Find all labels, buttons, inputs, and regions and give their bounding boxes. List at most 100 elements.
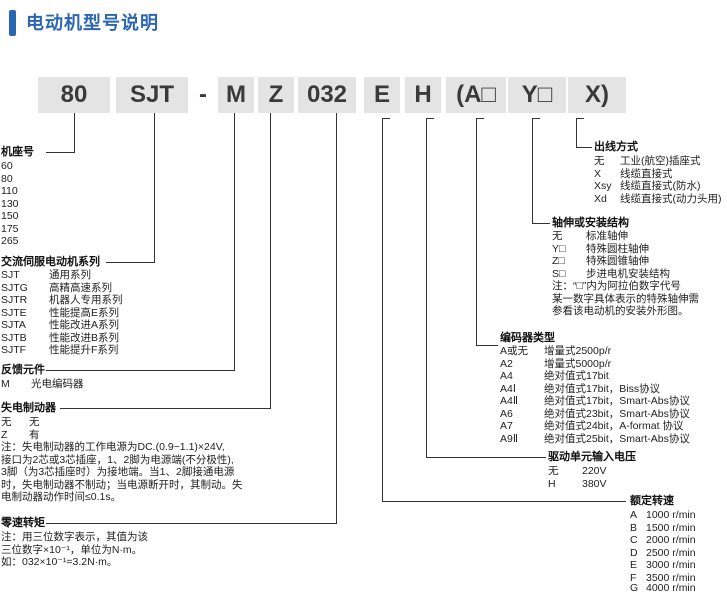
encoder-desc: 绝对值式17bit [544,370,609,382]
page-title: 电动机型号说明 [26,13,159,33]
shaft-note: 参看该电动机的安装外形图。 [552,305,689,317]
speed-code: E [630,559,638,571]
shaft-row: Z□特殊圆锥轴伸 [552,255,649,268]
speed-desc: 2500 r/min [646,546,696,559]
speed-code: B [630,521,638,534]
speed-desc: 1500 r/min [646,521,696,534]
series-desc: 性能提高E系列 [49,306,120,319]
connector-shaft-h [532,223,550,224]
outlet-code: 无 [594,155,605,167]
series-code: SJTF [1,344,27,356]
connector-frame-v [74,113,75,153]
code-shaft: Y□ [508,77,566,113]
series-desc: 性能改进A系列 [49,319,120,331]
series-row: SJTG 高精高速系列 [1,282,112,295]
code-feedback: M [218,77,254,113]
brake-note: 接口为2芯或3芯插座，1、2脚为电源端(不分极性), [1,453,234,466]
series-desc: 机器人专用系列 [49,294,123,306]
shaft-desc: 标准轴伸 [586,230,628,242]
connector-frame-h [46,152,75,153]
brake-note: 电制动器动作时间≤0.1s。 [1,491,122,503]
frame-title: 机座号 [1,146,34,158]
code-series: SJT [116,77,188,113]
shaft-note: 注：“□”内为阿拉伯数字代号 [552,280,681,292]
shaft-desc: 特殊圆锥轴伸 [586,255,649,267]
encoder-desc: 增量式5000p/r [544,357,612,370]
series-desc: 通用系列 [49,269,91,281]
voltage-desc: 220V [582,465,607,477]
series-code: SJT [1,269,20,281]
encoder-desc: 绝对值式24bit，A-format 协议 [544,420,684,432]
speed-desc: 1000 r/min [646,509,696,521]
shaft-title: 轴伸或安装结构 [552,217,629,229]
connector-brake-v [270,113,271,409]
frame-item: 80 [1,172,13,185]
connector-torque-v [336,113,337,524]
speed-code: D [630,546,638,559]
series-code: SJTG [1,281,28,294]
torque-note: 三位数字×10⁻¹，单位为N·m。 [1,543,143,556]
encoder-row: A或无增量式2500p/r [500,345,611,358]
brake-note: 注：失电制动器的工作电源为DC.(0.9~1.1)×24V, [1,441,225,453]
shaft-code: Y□ [552,242,566,255]
code-frame-size: 80 [38,77,110,113]
encoder-title: 编码器类型 [500,332,555,344]
connector-shaft-v [532,118,533,224]
outlet-desc: 工业(航空)插座式 [620,155,701,167]
speed-desc: 4000 r/min [646,582,696,594]
connector-brake-h [60,408,271,409]
voltage-title: 驱动单元输入电压 [548,451,636,463]
shaft-code: S□ [552,267,566,280]
brake-code: Z [1,428,8,441]
series-code: SJTE [1,306,27,319]
connector-voltage-h [426,457,546,458]
voltage-row: 无 220V [548,465,607,478]
speed-desc: 3500 r/min [646,571,696,584]
speed-row: G 4000 r/min [630,582,696,595]
outlet-desc: 线缆直接式(防水) [620,180,701,192]
code-dash: - [199,81,207,108]
series-row: SJTE 性能提高E系列 [1,307,119,320]
encoder-code: A6 [500,407,513,420]
connector-feedback-h [46,370,235,371]
series-title: 交流伺服电动机系列 [1,256,100,268]
series-code: SJTR [1,294,28,306]
brake-desc: 无 [29,416,40,428]
shaft-row: 无标准轴伸 [552,230,628,243]
code-voltage: H [405,77,441,113]
series-desc: 高精高速系列 [49,281,112,294]
brake-row: 无无 [1,416,40,429]
frame-item: 110 [1,185,18,197]
connector-encoder-h [476,345,498,346]
outlet-desc: 线缆直接式 [620,167,673,180]
speed-code: G [630,582,639,594]
outlet-code: X [594,167,602,180]
shaft-desc: 特殊圆柱轴伸 [586,242,649,255]
voltage-desc: 380V [582,477,607,490]
speed-code: A [630,509,638,521]
connector-feedback-v [234,113,235,371]
speed-row: A 1000 r/min [630,509,696,522]
frame-item: 265 [1,235,19,247]
torque-note: 如：032×10⁻¹=3.2N·m。 [1,556,118,568]
connector-series-h [106,262,155,263]
code-torque: 032 [298,77,356,113]
encoder-desc: 绝对值式17bit，Smart-Abs协议 [544,395,690,407]
frame-item: 130 [1,197,19,210]
voltage-code: 无 [548,465,559,477]
speed-desc: 2000 r/min [646,534,696,546]
encoder-code: A9Ⅱ [500,432,519,445]
